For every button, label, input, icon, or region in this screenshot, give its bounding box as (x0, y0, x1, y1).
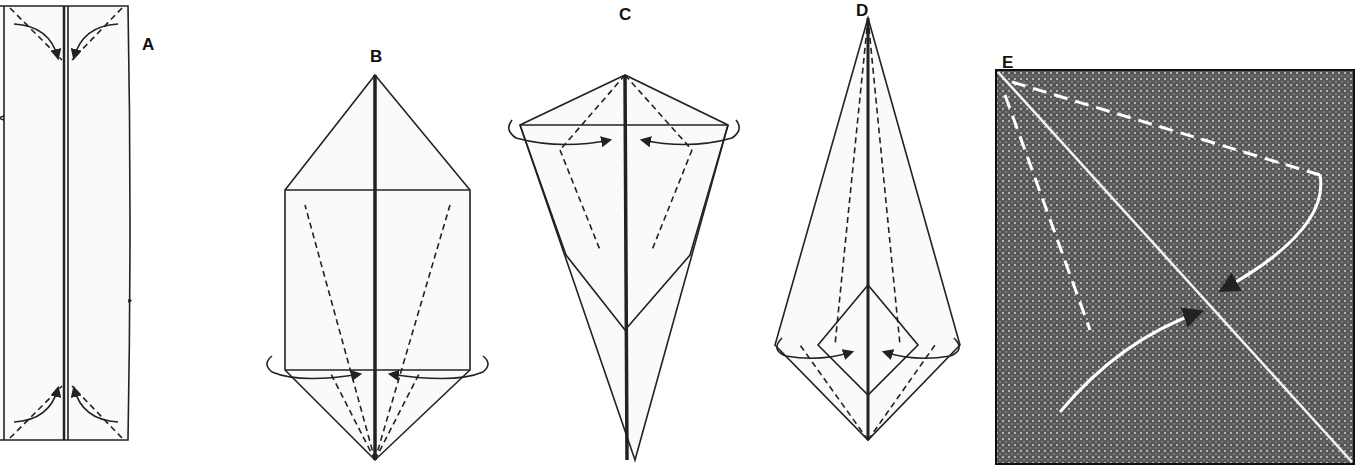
step-c-figure (509, 75, 739, 460)
step-letter: B (370, 48, 382, 65)
step-e-figure (996, 70, 1354, 464)
step-b-figure (267, 75, 488, 460)
step-a-figure (0, 6, 131, 440)
step-letter: C (619, 6, 631, 23)
step-letter: D (856, 2, 868, 19)
step-letter: E (1002, 54, 1013, 71)
step-d-figure (775, 18, 960, 440)
step-letter: A (142, 36, 154, 53)
